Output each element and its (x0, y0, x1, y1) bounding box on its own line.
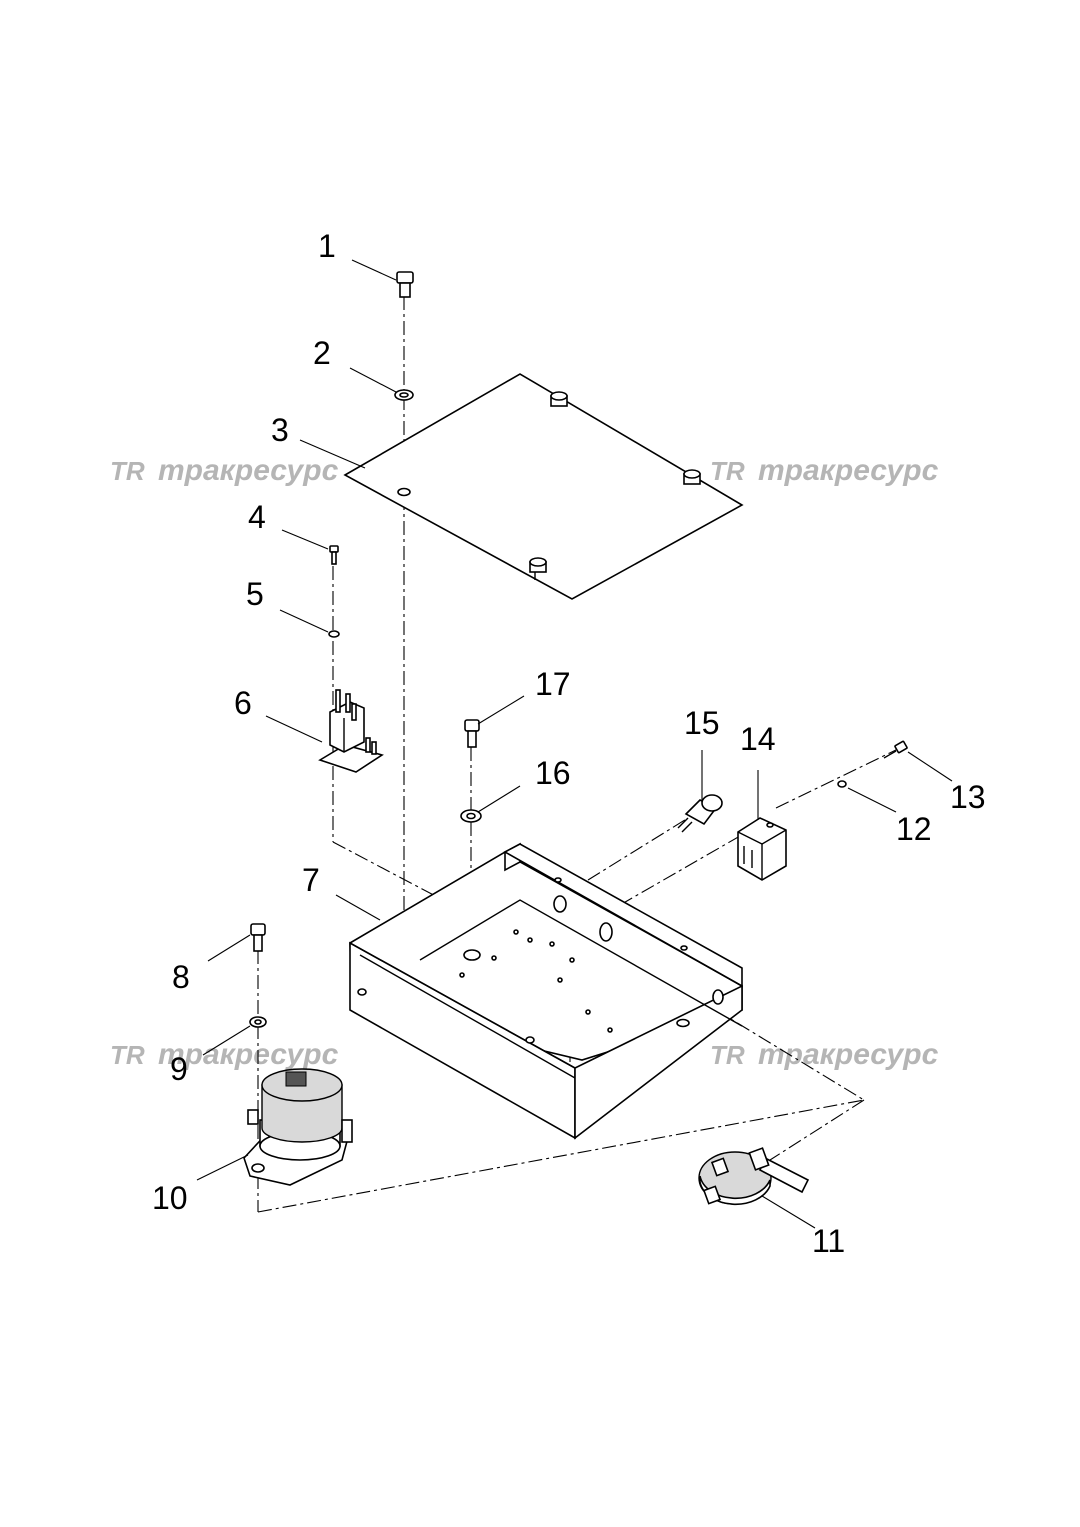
watermark-logo: TR (110, 1040, 145, 1070)
watermark-logo: TR (710, 1040, 745, 1070)
callout-11: 11 (812, 1223, 845, 1259)
watermark-text: тракресурс (758, 454, 939, 487)
callout-8: 8 (172, 959, 190, 995)
watermark-text: тракресурс (158, 1038, 339, 1071)
part-17-bolt (464, 719, 480, 748)
leader-lines (196, 259, 953, 1229)
part-15-lamp (677, 794, 723, 833)
watermark-text: тракресурс (758, 1038, 939, 1071)
standoff (529, 557, 547, 580)
part-7-tray (349, 842, 743, 1140)
callout-6: 6 (234, 685, 252, 721)
watermark-logo: TR (110, 456, 145, 486)
watermark-bottom-right: TR тракресурс (710, 1038, 939, 1071)
part-4-screw (329, 545, 339, 565)
callout-3: 3 (271, 412, 289, 448)
part-10-solenoid (243, 1068, 353, 1186)
watermark-logo: TR (710, 456, 745, 486)
callout-15: 15 (684, 705, 720, 741)
callout-16: 16 (535, 755, 571, 791)
part-8-bolt (250, 923, 266, 952)
part-12-washer (837, 780, 847, 788)
watermark-top-right: TR тракресурс (710, 454, 939, 487)
part-9-washer (249, 1016, 267, 1028)
watermark-top-left: TR тракресурс (110, 454, 339, 487)
part-16-washer (460, 809, 482, 823)
standoff (683, 469, 701, 485)
part-5-washer (328, 630, 340, 638)
part-6-relay (318, 689, 384, 773)
watermark-bottom-left: TR тракресурс (110, 1038, 339, 1071)
watermark-text: тракресурс (158, 454, 339, 487)
callout-2: 2 (313, 335, 331, 371)
callout-5: 5 (246, 576, 264, 612)
part-11-switch (698, 1147, 810, 1206)
callout-7: 7 (302, 862, 320, 898)
part-14-connector (737, 817, 787, 881)
callout-numbers: 1 2 3 4 5 6 7 8 9 10 11 12 13 14 15 16 1… (152, 228, 986, 1259)
callout-14: 14 (740, 721, 776, 757)
callout-1: 1 (318, 228, 336, 264)
part-13-screw (883, 740, 908, 759)
part-2-washer (394, 389, 414, 401)
callout-12: 12 (896, 811, 932, 847)
standoff (550, 391, 568, 407)
callout-13: 13 (950, 779, 986, 815)
callout-4: 4 (248, 499, 266, 535)
callout-10: 10 (152, 1180, 188, 1216)
part-3-cover-plate (343, 373, 744, 600)
callout-9: 9 (170, 1051, 188, 1087)
part-1-bolt (396, 271, 414, 298)
callout-17: 17 (535, 666, 571, 702)
